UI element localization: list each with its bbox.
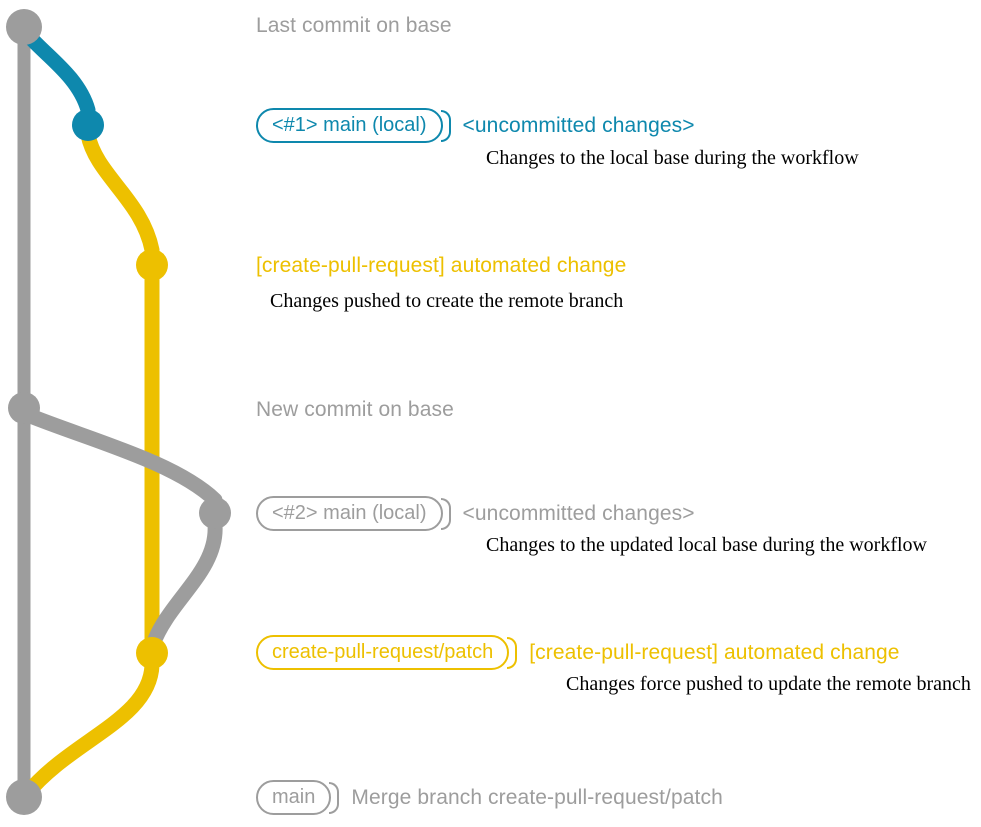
ref-badge-main[interactable]: main	[256, 780, 340, 815]
badge-notch-icon	[507, 636, 518, 669]
commit-subject: Merge branch create-pull-request/patch	[351, 785, 723, 809]
local-commit-2-node[interactable]	[199, 497, 231, 529]
entry-local-main-2: <#2> main (local) <uncommitted changes>	[256, 496, 695, 531]
base-new-commit-node[interactable]	[8, 392, 40, 424]
patch-commit-1-node[interactable]	[136, 249, 168, 281]
base-head-node[interactable]	[6, 9, 42, 45]
merge-commit-node[interactable]	[6, 779, 42, 815]
commit-subject: Last commit on base	[256, 14, 452, 37]
commit-subject: [create-pull-request] automated change	[529, 640, 900, 664]
commit-description: Changes pushed to create the remote bran…	[270, 290, 624, 312]
entry-automated-change-2: create-pull-request/patch [create-pull-r…	[256, 635, 900, 670]
entry-merge-commit: main Merge branch create-pull-request/pa…	[256, 780, 723, 815]
entry-local-main-1: <#1> main (local) <uncommitted changes>	[256, 108, 695, 143]
badge-notch-icon	[440, 109, 451, 142]
ref-badge-label: <#2> main (local)	[256, 496, 443, 531]
ref-badge-local-main-2[interactable]: <#2> main (local)	[256, 496, 451, 531]
badge-notch-icon	[440, 497, 451, 530]
commit-subject: <uncommitted changes>	[462, 501, 695, 525]
ref-badge-label: create-pull-request/patch	[256, 635, 510, 670]
commit-description: Changes force pushed to update the remot…	[566, 673, 971, 695]
entry-new-commit-on-base: New commit on base	[256, 398, 454, 422]
commit-description: Changes to the local base during the wor…	[486, 147, 859, 169]
ref-badge-patch[interactable]: create-pull-request/patch	[256, 635, 518, 670]
ref-badge-label: <#1> main (local)	[256, 108, 443, 143]
entry-automated-change-1: [create-pull-request] automated change	[256, 254, 626, 278]
updated-local-branch-line	[20, 407, 223, 508]
commit-subject: [create-pull-request] automated change	[256, 254, 627, 277]
patch-branch-line	[80, 127, 160, 258]
local-commit-1-node[interactable]	[72, 109, 104, 141]
patch-merge-line	[18, 657, 160, 803]
entry-last-commit-on-base: Last commit on base	[256, 14, 452, 38]
ref-badge-label: main	[256, 780, 332, 815]
commit-description: Changes to the updated local base during…	[486, 534, 927, 556]
updated-local-to-patch-line	[146, 517, 223, 650]
commit-subject: New commit on base	[256, 398, 454, 421]
ref-badge-local-main-1[interactable]: <#1> main (local)	[256, 108, 451, 143]
commit-subject: <uncommitted changes>	[462, 113, 695, 137]
patch-commit-2-node[interactable]	[136, 637, 168, 669]
git-graph	[6, 9, 231, 815]
